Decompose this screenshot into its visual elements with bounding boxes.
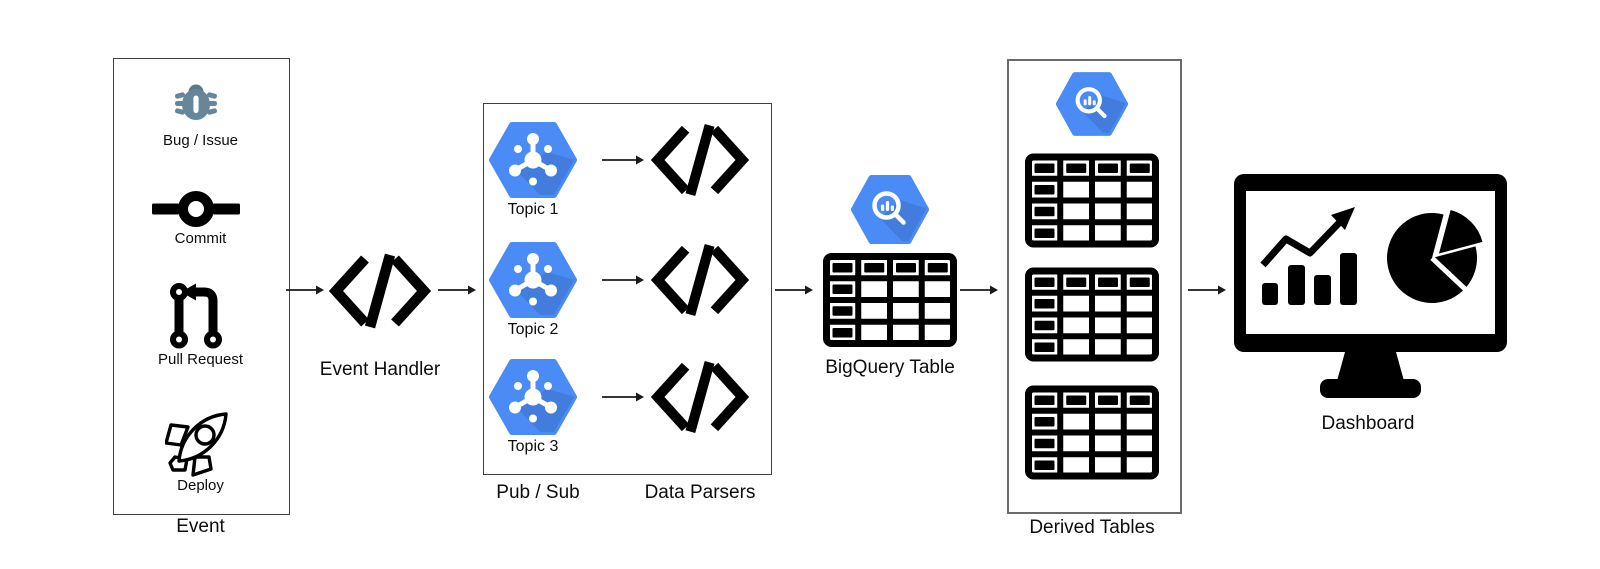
git-pull-request-icon [170,283,222,349]
topic-label: Topic 3 [507,438,559,455]
flow-arrow [1188,285,1226,295]
derived-table-icon [1025,153,1159,248]
event-item-label: Commit [174,230,227,247]
pubsub-topic-icon [489,242,577,318]
dashboard-label: Dashboard [1321,413,1415,434]
derived-tables-label: Derived Tables [1029,517,1155,538]
event-group-box [113,58,290,515]
bigquery-hexagon-icon [851,175,929,244]
data-parser-code-icon [650,361,750,433]
bug-icon [175,84,217,120]
flow-arrow [602,392,644,402]
derived-table-icon [1025,267,1159,362]
event-item-label: Pull Request [157,351,244,368]
pubsub-topic-icon [489,122,577,198]
flow-arrow [775,285,813,295]
flow-arrow [438,285,476,295]
flow-arrow [602,155,644,165]
flow-arrow [960,285,998,295]
data-parser-code-icon [650,244,750,316]
event-item-label: Deploy [177,477,224,494]
pubsub-label: Pub / Sub [496,482,580,503]
pubsub-topic-icon [489,359,577,435]
flow-arrow [602,275,644,285]
derived-table-icon [1025,385,1159,480]
derived-tables-box [1007,59,1182,514]
topic-label: Topic 1 [507,201,559,218]
bigquery-hexagon-icon [1055,72,1129,136]
data-parser-code-icon [650,124,750,196]
rocket-icon [165,412,228,477]
event-item-label: Bug / Issue [162,132,239,149]
event-handler-code-icon [328,253,432,329]
flow-arrow [286,285,324,295]
data-parsers-label: Data Parsers [644,482,756,503]
git-commit-icon [152,191,240,227]
event-handler-label: Event Handler [319,359,441,380]
event-group-label: Event [176,516,225,537]
topic-label: Topic 2 [507,321,559,338]
bigquery-label: BigQuery Table [825,357,955,378]
bigquery-table-icon [823,253,957,347]
pubsub-box [483,103,772,475]
monitor-charts-icon [1234,174,1507,398]
